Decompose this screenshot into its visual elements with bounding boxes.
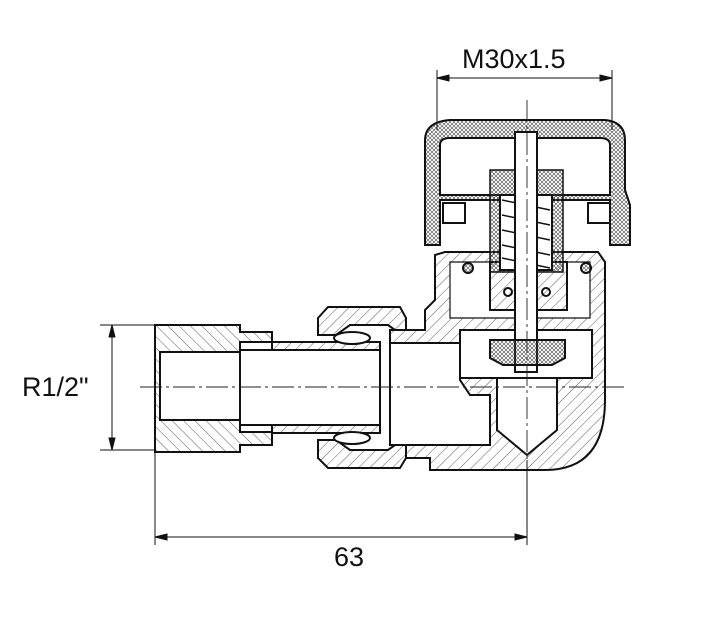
connection-dimension-label: R1/2" <box>22 372 89 402</box>
tailpiece-nut <box>154 324 273 453</box>
valve-stem <box>514 131 538 373</box>
thread-dimension-label: M30x1.5 <box>462 44 566 74</box>
centerlines <box>140 100 625 470</box>
valve-disc <box>489 339 566 366</box>
tailpiece-pipe <box>240 341 381 434</box>
dimension-lines <box>100 70 613 545</box>
length-dimension-label: 63 <box>334 542 365 572</box>
